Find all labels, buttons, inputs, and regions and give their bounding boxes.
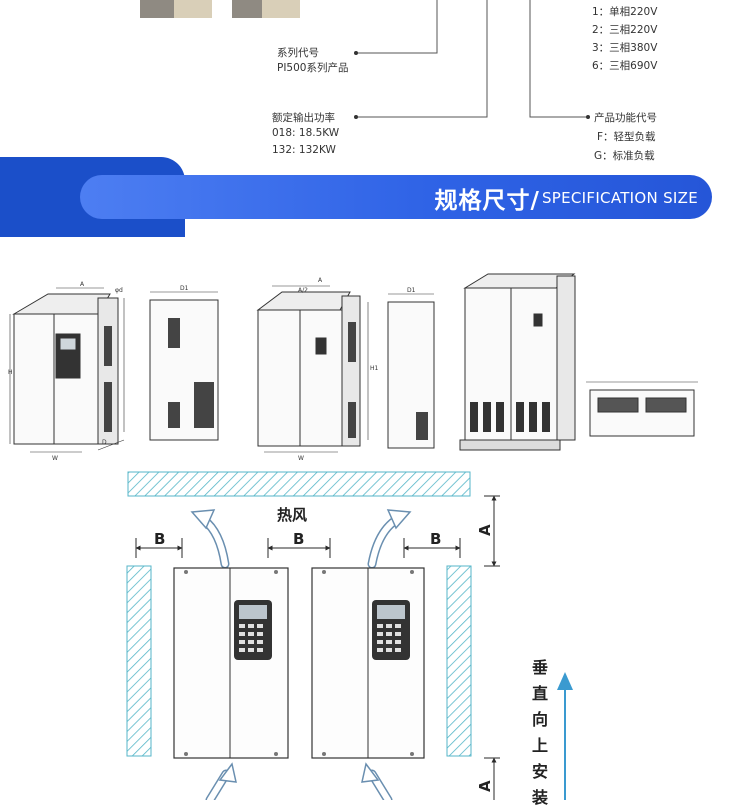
section-title-cn: 规格尺寸/ <box>434 188 540 214</box>
dimension-drawings: H W A φd D D1 A A/2 W H1 <box>8 273 698 462</box>
series-code-value: PI500系列产品 <box>277 62 349 74</box>
intake-arrow-right <box>361 762 393 800</box>
drawing-large-top <box>586 381 698 437</box>
dim-label-a: A <box>80 281 85 288</box>
hot-air-arrow-right <box>367 509 412 569</box>
rated-power-title: 额定输出功率 <box>272 112 335 124</box>
vertical-up-arrow-icon <box>557 672 573 800</box>
clearance-a-label: A <box>476 780 494 792</box>
series-code-title: 系列代号 <box>277 47 319 59</box>
vertical-install-char: 垂 <box>531 658 548 677</box>
clearance-b-middle <box>267 538 331 558</box>
dim-label-d1: D1 <box>180 285 189 292</box>
clearance-b-label: B <box>154 530 165 548</box>
left-wall-hatch <box>126 565 152 757</box>
hot-air-arrow-left <box>190 509 230 569</box>
drawing-medium-side <box>387 293 435 449</box>
intake-arrow-left <box>205 762 237 800</box>
clearance-a-label: A <box>476 524 494 536</box>
voltage-item: 3：三相380V <box>592 42 658 54</box>
inverter-unit-right <box>311 567 425 759</box>
clearance-b-left <box>135 538 183 558</box>
section-title-en: SPECIFICATION SIZE <box>541 189 698 207</box>
dim-label-w: W <box>52 455 58 462</box>
drawing-small-front <box>9 287 125 453</box>
drawing-medium-front <box>256 285 369 453</box>
function-item: F：轻型负载 <box>597 131 656 143</box>
vertical-install-char: 安 <box>531 762 548 781</box>
vertical-install-char: 向 <box>531 710 548 729</box>
voltage-item: 2：三相220V <box>592 24 658 36</box>
voltage-item: 1：单相220V <box>592 6 658 18</box>
function-item: G：标准负载 <box>594 150 655 162</box>
dim-label-a-half: A/2 <box>298 287 308 294</box>
clearance-a-top <box>484 495 500 567</box>
clearance-b-label: B <box>430 530 441 548</box>
voltage-item: 6：三相690V <box>592 60 658 72</box>
dim-label-h1: H1 <box>370 365 379 372</box>
drawing-large-front <box>459 273 576 451</box>
rated-power-item: 018: 18.5KW <box>272 127 340 139</box>
section-banner <box>80 175 712 219</box>
product-photo-left <box>140 0 212 18</box>
right-wall-hatch <box>446 565 472 757</box>
rated-power-item: 132: 132KW <box>272 144 336 156</box>
clearance-a-bottom <box>484 757 500 800</box>
clearance-b-right <box>403 538 461 558</box>
dim-label-h: H <box>8 369 13 376</box>
product-photos <box>140 0 590 119</box>
hot-air-label: 热风 <box>277 506 307 524</box>
section-title: 规格尺寸/ SPECIFICATION SIZE <box>435 180 698 216</box>
vertical-install-char: 直 <box>531 684 548 703</box>
dim-label-w-2: W <box>298 455 304 462</box>
inverter-unit-left <box>173 567 289 759</box>
vertical-install-char: 装 <box>531 788 548 807</box>
ceiling-hatch <box>127 471 471 497</box>
clearance-b-label: B <box>293 530 304 548</box>
dim-label-d: D <box>102 439 107 446</box>
function-code-title: 产品功能代号 <box>594 112 657 124</box>
dim-label-phid: φd <box>115 287 123 294</box>
product-photo-right <box>232 0 300 18</box>
installation-diagram: 热风 B B B A A <box>126 471 573 800</box>
drawing-small-side <box>149 291 219 441</box>
vertical-install-char: 上 <box>531 736 548 755</box>
vertical-install-label: 垂 直 向 上 安 装 <box>528 655 552 811</box>
dim-label-d1-2: D1 <box>407 287 416 294</box>
leader-lines <box>356 0 588 118</box>
dim-label-a-2: A <box>318 277 323 284</box>
